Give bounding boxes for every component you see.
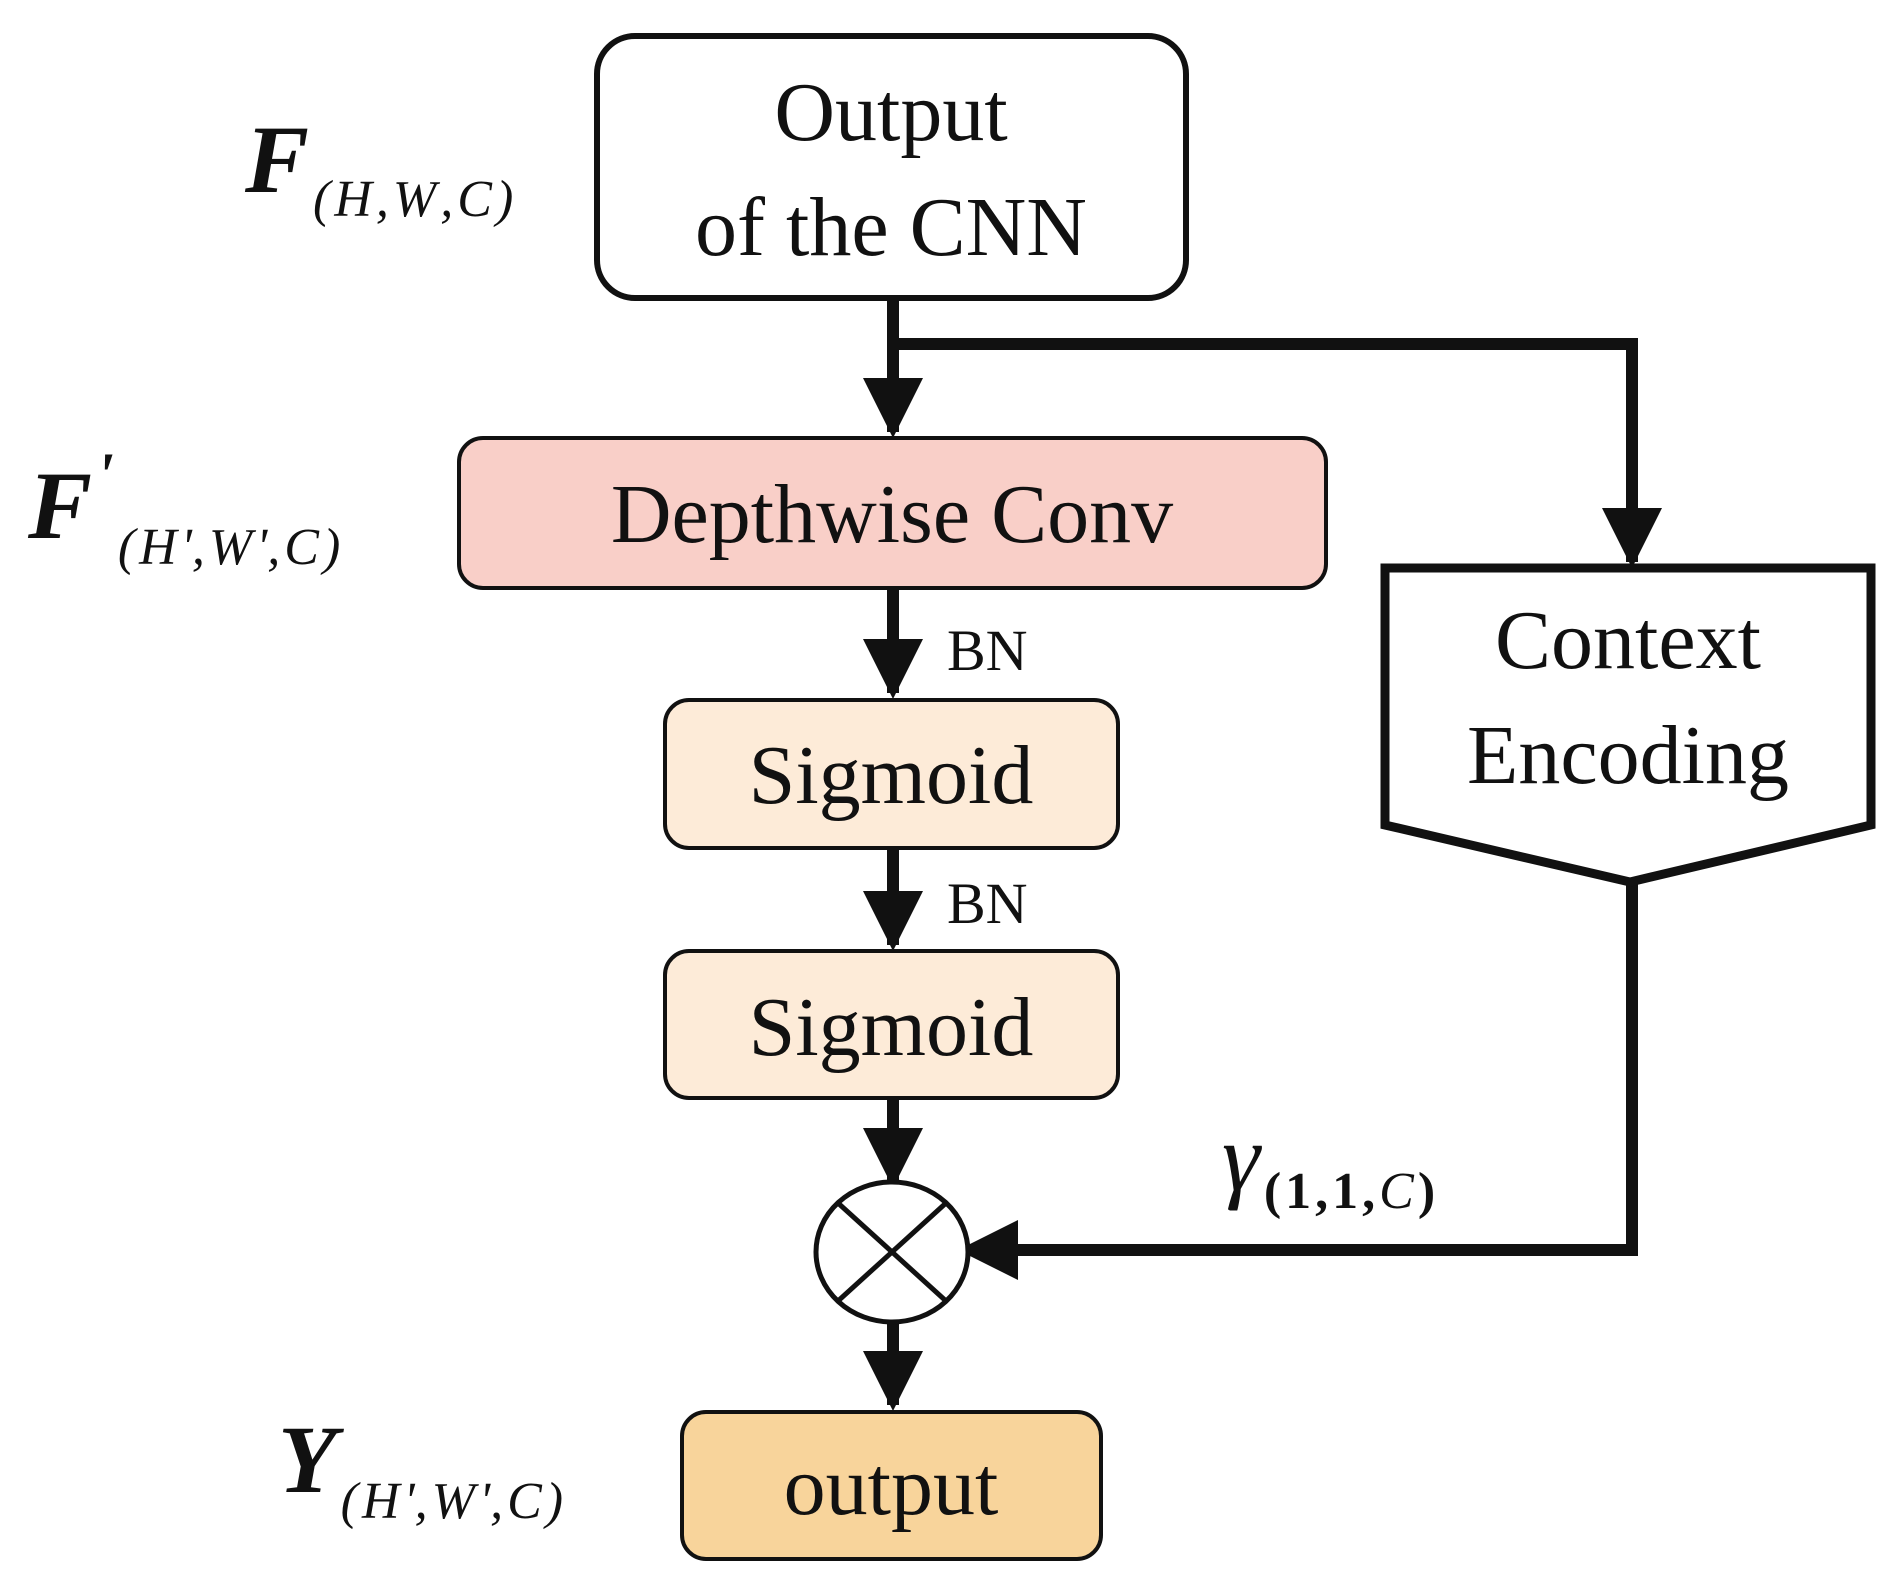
node-context-encoding-line1: Context	[1495, 594, 1761, 687]
edges	[863, 300, 1662, 1411]
math-f-input-close: )	[493, 171, 513, 228]
math-f-prime-open: (	[118, 519, 138, 576]
node-depthwise-conv-box	[457, 436, 1328, 590]
math-y-output-open: (	[341, 1473, 361, 1530]
math-label-f-prime: F ' ( H ', W ', C )	[27, 439, 340, 576]
math-f-prime-w: W	[209, 519, 257, 576]
node-output-label: output	[784, 1440, 999, 1533]
math-f-input-open: (	[313, 171, 333, 228]
node-sigmoid-1-label: Sigmoid	[749, 729, 1034, 822]
math-y-output-sep1: ',	[404, 1473, 428, 1530]
node-output-box	[680, 1410, 1103, 1561]
math-f-prime-symbol: F	[27, 452, 92, 559]
math-y-output-w: W	[432, 1473, 480, 1530]
node-sigmoid-2-label: Sigmoid	[749, 981, 1034, 1074]
node-context-encoding-line2: Encoding	[1467, 709, 1789, 802]
math-gamma-1b: 1	[1332, 1163, 1358, 1220]
node-context-encoding-shape	[1380, 563, 1876, 887]
multiply-operator	[813, 1179, 971, 1325]
math-f-prime-sep1: ',	[181, 519, 205, 576]
circle-times-icon	[813, 1179, 971, 1325]
math-y-output-close: )	[543, 1473, 563, 1530]
node-cnn-output-line1: Output	[774, 66, 1007, 159]
math-f-input-w: W	[393, 171, 441, 228]
node-sigmoid-2: Sigmoid	[663, 949, 1120, 1100]
math-f-input-symbol: F	[244, 106, 309, 213]
node-depthwise-conv: Depthwise Conv	[457, 436, 1328, 590]
node-output: output	[680, 1410, 1103, 1561]
math-gamma-close: )	[1418, 1163, 1435, 1220]
math-f-prime-c: C	[284, 519, 320, 576]
math-f-input-sep1: ,	[376, 171, 389, 228]
edge-cnn-to-context	[893, 338, 1662, 568]
math-f-input-sep2: ,	[440, 171, 453, 228]
node-cnn-output-box	[594, 33, 1189, 301]
node-context-encoding: Context Encoding	[1380, 563, 1876, 887]
math-gamma-1a: 1	[1285, 1163, 1311, 1220]
math-f-prime-sep2: ',	[256, 519, 280, 576]
math-gamma-sep2: ,	[1362, 1163, 1375, 1220]
edge-context-to-multiply	[958, 882, 1638, 1280]
math-y-output-sep2: ',	[479, 1473, 503, 1530]
bn-label-2: BN	[947, 871, 1028, 936]
math-f-prime-close: )	[320, 519, 340, 576]
math-gamma-sep1: ,	[1315, 1163, 1328, 1220]
math-f-input-h: H	[333, 171, 374, 228]
math-f-input-c: C	[457, 171, 493, 228]
math-gamma-open: (	[1264, 1163, 1281, 1220]
math-label-y-output: Y ( H ', W ', C )	[278, 1406, 563, 1530]
math-f-prime-prime: '	[96, 439, 114, 510]
node-cnn-output-line2: of the CNN	[695, 181, 1087, 274]
math-label-f-input: F ( H , W , C )	[244, 106, 513, 228]
math-f-prime-h: H	[138, 519, 179, 576]
math-label-gamma: γ ( 1 , 1 , C )	[1222, 1104, 1435, 1220]
math-y-output-h: H	[361, 1473, 402, 1530]
math-gamma-c: C	[1379, 1163, 1415, 1220]
node-sigmoid-2-box	[663, 949, 1120, 1100]
math-y-output-symbol: Y	[278, 1406, 344, 1513]
node-sigmoid-1-box	[663, 698, 1120, 850]
math-y-output-c: C	[507, 1473, 543, 1530]
math-gamma-symbol: γ	[1222, 1104, 1262, 1211]
node-cnn-output: Output of the CNN	[594, 33, 1189, 301]
node-depthwise-conv-label: Depthwise Conv	[611, 468, 1173, 561]
node-sigmoid-1: Sigmoid	[663, 698, 1120, 850]
bn-label-1: BN	[947, 618, 1028, 683]
